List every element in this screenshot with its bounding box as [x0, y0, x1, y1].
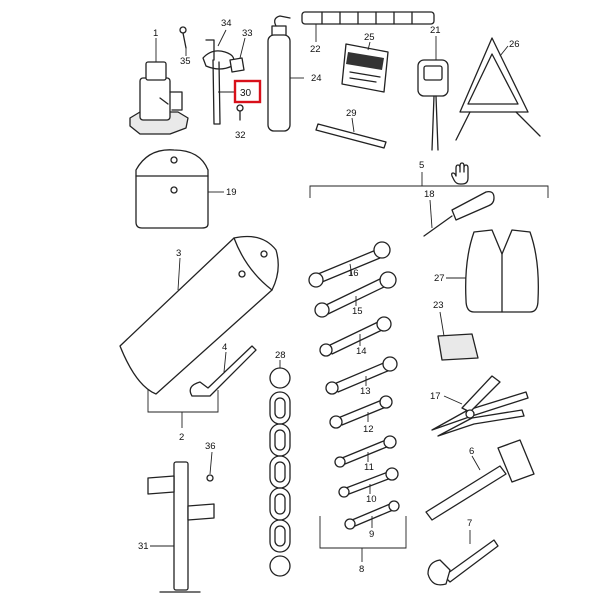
callout-24: 24 — [311, 73, 322, 84]
tool-roll — [301, 11, 435, 42]
wrench-14 — [319, 316, 392, 357]
wrench-9 — [344, 500, 400, 530]
callout-29: 29 — [346, 108, 357, 119]
sponge — [437, 311, 479, 361]
callout-5: 5 — [419, 160, 424, 171]
group-bracket-8 — [319, 516, 407, 562]
callout-15: 15 — [352, 306, 363, 317]
callout-35: 35 — [180, 56, 191, 67]
highlighted-callout-30[interactable]: 30 — [218, 79, 262, 104]
wrench-15 — [314, 271, 397, 318]
callout-36: 36 — [205, 441, 216, 452]
highlight-box — [233, 79, 262, 104]
screwdriver — [423, 190, 495, 237]
tow-chain — [269, 360, 291, 577]
group-bracket-2 — [147, 390, 219, 428]
wrench-16 — [308, 241, 391, 288]
hammer — [425, 439, 535, 521]
group-bracket-5 — [309, 172, 549, 198]
callout-13: 13 — [360, 386, 371, 397]
tire-pressure-gauge — [417, 36, 449, 151]
callout-25: 25 — [364, 32, 375, 43]
callout-22: 22 — [310, 44, 321, 55]
callout-17: 17 — [430, 391, 441, 402]
callout-2: 2 — [179, 432, 184, 443]
callout-21: 21 — [430, 25, 441, 36]
adjustable-wrench — [427, 530, 499, 586]
bottle-jack — [129, 38, 189, 135]
small-bolt — [179, 26, 187, 56]
callout-31: 31 — [138, 541, 149, 552]
callout-1: 1 — [153, 28, 158, 39]
wrench-12 — [329, 395, 393, 429]
tool-pouch — [135, 149, 224, 229]
callout-6: 6 — [469, 446, 474, 457]
fire-extinguisher — [267, 15, 304, 132]
warning-triangle — [455, 37, 541, 141]
callout-16: 16 — [348, 268, 359, 279]
callout-32: 32 — [235, 130, 246, 141]
callout-7: 7 — [467, 518, 472, 529]
callout-27: 27 — [434, 273, 445, 284]
callout-3: 3 — [176, 248, 181, 259]
callout-26: 26 — [509, 39, 520, 50]
callout-34: 34 — [221, 18, 232, 29]
callout-19: 19 — [226, 187, 237, 198]
callout-28: 28 — [275, 350, 286, 361]
jack-bracket — [202, 29, 246, 125]
instruction-card — [341, 41, 389, 93]
callout-11: 11 — [364, 462, 374, 473]
callout-12: 12 — [363, 424, 374, 435]
wrench-10 — [338, 467, 399, 498]
jack-stand — [147, 451, 215, 593]
callout-9: 9 — [369, 529, 374, 540]
callout-10: 10 — [366, 494, 377, 505]
callout-33: 33 — [242, 28, 253, 39]
callout-14: 14 — [356, 346, 367, 357]
safety-vest — [446, 229, 539, 313]
jack-cover — [119, 235, 279, 395]
callout-30: 30 — [240, 88, 252, 99]
jack-handle — [189, 345, 257, 397]
wrench-11 — [334, 435, 397, 468]
jack-rod — [315, 117, 387, 149]
hand-pointer-icon — [451, 162, 469, 185]
callout-18: 18 — [424, 189, 435, 200]
callout-4: 4 — [222, 342, 227, 353]
callout-23: 23 — [433, 300, 444, 311]
wrench-13 — [325, 356, 398, 395]
pliers — [431, 375, 529, 437]
callout-8: 8 — [359, 564, 364, 575]
